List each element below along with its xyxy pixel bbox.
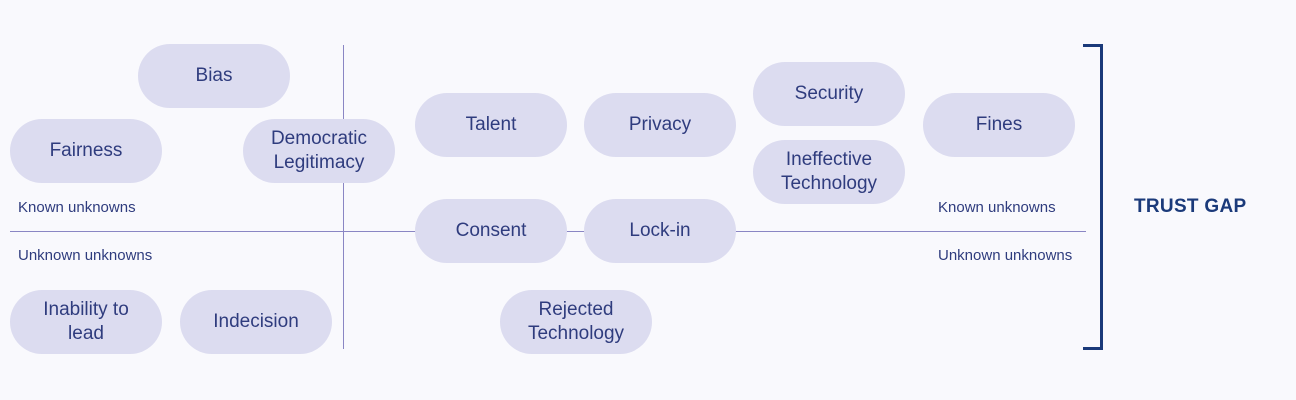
trust-gap-label: TRUST GAP [1134,196,1247,217]
pill-democratic-legitimacy: Democratic Legitimacy [243,119,395,183]
pill-fines: Fines [923,93,1075,157]
pill-fairness: Fairness [10,119,162,183]
pill-ineffective-technology: Ineffective Technology [753,140,905,204]
pill-bias: Bias [138,44,290,108]
label-unknown-unknowns-right: Unknown unknowns [938,247,1073,264]
pill-rejected-technology: Rejected Technology [500,290,652,354]
pill-indecision: Indecision [180,290,332,354]
pill-consent: Consent [415,199,567,263]
pill-lock-in: Lock-in [584,199,736,263]
vertical-divider [343,45,344,349]
pill-privacy: Privacy [584,93,736,157]
label-known-unknowns-right: Known unknowns [938,199,1056,216]
trust-gap-bracket [1083,44,1103,350]
pill-inability-to-lead: Inability to lead [10,290,162,354]
label-unknown-unknowns-left: Unknown unknowns [18,247,153,264]
label-known-unknowns-left: Known unknowns [18,199,136,216]
pill-talent: Talent [415,93,567,157]
pill-security: Security [753,62,905,126]
